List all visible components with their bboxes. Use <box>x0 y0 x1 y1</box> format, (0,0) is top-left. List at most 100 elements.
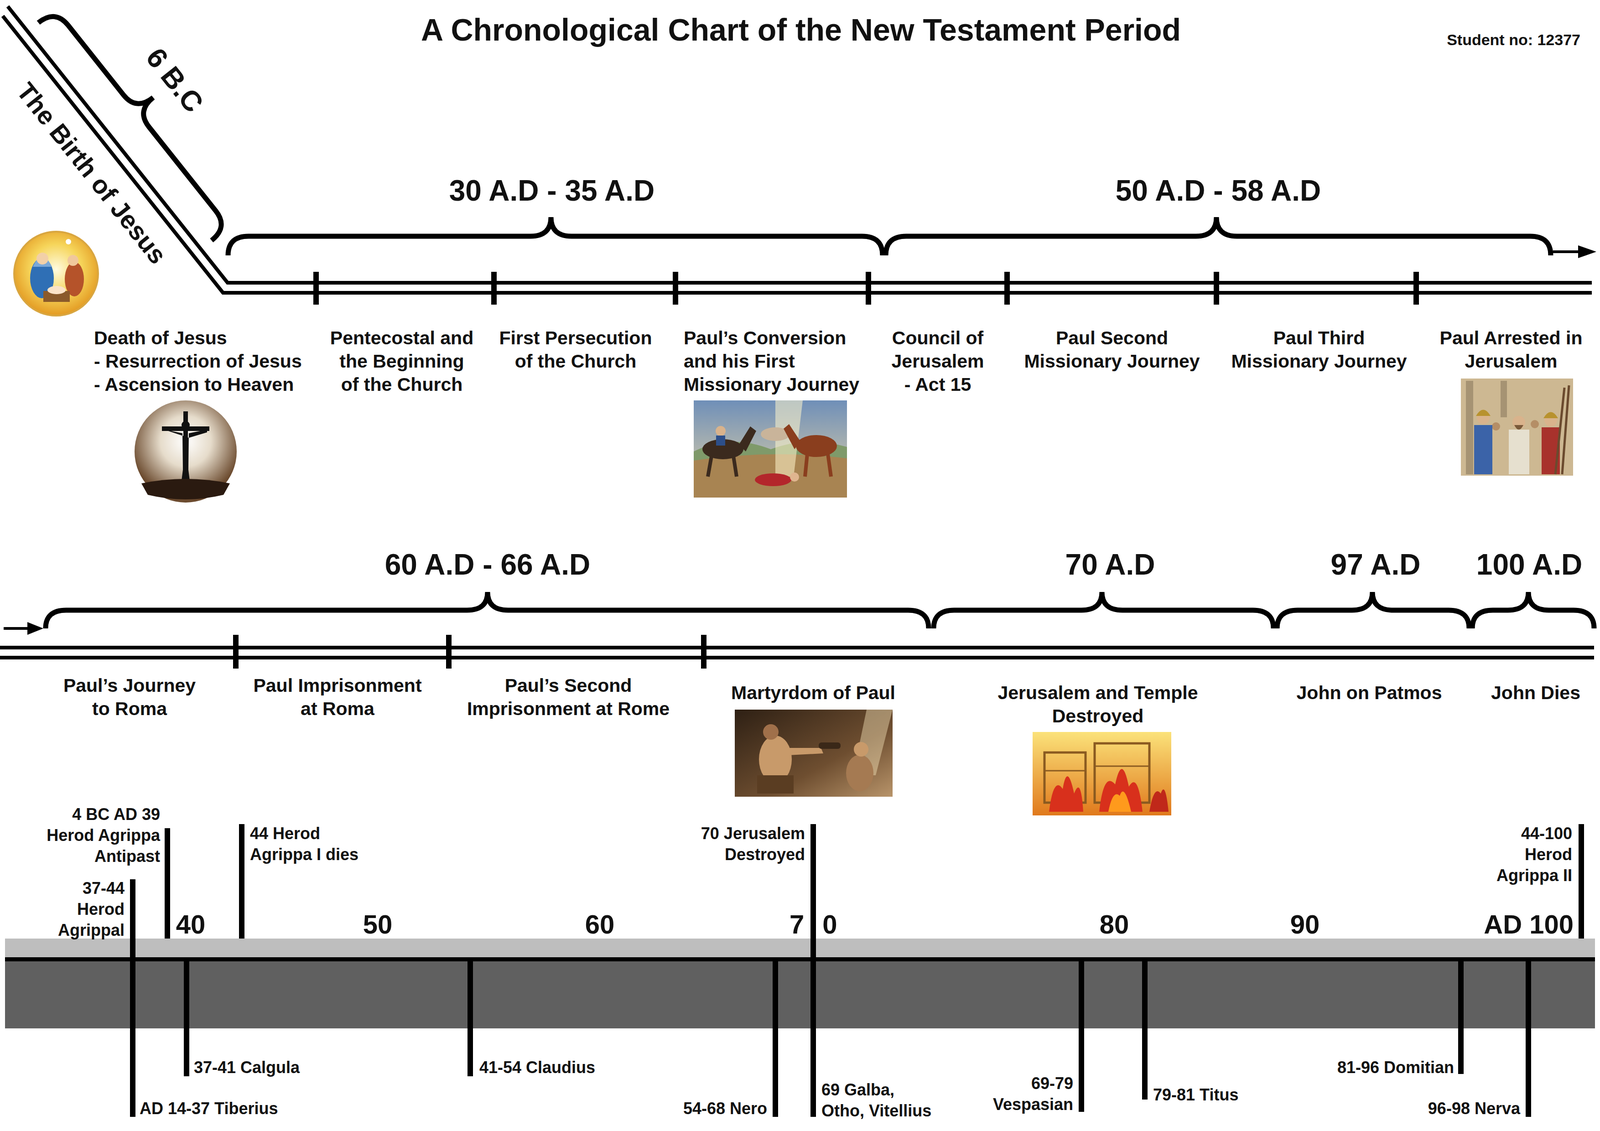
horse <box>795 435 837 458</box>
emperor-label: 69-79 Vespasian <box>986 1073 1074 1116</box>
period-label-holder: 50 A.D - 58 A.D <box>1115 173 1322 209</box>
tick-mark <box>701 634 707 669</box>
picture-frame <box>14 231 99 316</box>
emperor-label-holder: 69 Galba, Otho, Vitellius <box>821 1079 936 1122</box>
tick-mark <box>446 634 452 669</box>
brace-group <box>38 0 246 241</box>
timeline-line <box>2 15 1592 293</box>
event-label: First Persecution of the Church <box>493 326 658 374</box>
tick-mark <box>1213 271 1220 305</box>
event-label: Paul Imprisonment at Roma <box>246 674 429 721</box>
star <box>65 238 72 245</box>
student-number-holder: Student no: 12377 <box>1446 30 1581 50</box>
flame <box>1108 791 1132 812</box>
date-label-holder: 6 B.C <box>139 41 211 120</box>
decade-number: 50 <box>363 910 393 939</box>
ruler-label: 37-44 Herod Agrippal <box>49 877 125 941</box>
curly-brace <box>45 592 929 629</box>
picture-frame <box>1460 378 1574 476</box>
event-label: - Ascension to Heaven <box>93 373 294 397</box>
figure-head <box>36 252 49 265</box>
emperor-label-holder: AD 14-37 Tiberius <box>139 1098 278 1120</box>
period-label: 100 A.D <box>1476 547 1583 583</box>
tick-mark <box>491 271 497 305</box>
decade-number: 60 <box>585 910 615 939</box>
event-label: Death of Jesus <box>93 326 228 350</box>
event-label: Paul’s Conversion and his First Missiona… <box>683 326 867 397</box>
continue-arrow <box>3 627 29 630</box>
horse-leg <box>805 453 808 477</box>
club <box>818 742 841 749</box>
continue-arrow <box>1553 250 1580 254</box>
decade-number: 70 <box>789 910 856 939</box>
curly-brace <box>38 0 246 241</box>
building <box>1094 765 1150 768</box>
reign-bar <box>772 959 779 1117</box>
building <box>1044 770 1086 772</box>
timeline-line <box>0 645 1595 650</box>
rider <box>716 435 726 446</box>
kneeling-figure <box>846 754 874 792</box>
reign-bar <box>1078 959 1085 1112</box>
decade-number-holder: 40 <box>176 910 206 939</box>
flame <box>1099 768 1143 812</box>
axis-band <box>5 959 1595 1029</box>
timeline-line <box>0 655 1595 660</box>
decade-number-holder: AD 100 <box>1483 910 1574 939</box>
apostle <box>1508 429 1530 475</box>
period-label-holder: 100 A.D <box>1476 547 1583 583</box>
picture-frame <box>693 400 847 498</box>
student-number: Student no: 12377 <box>1446 30 1581 50</box>
curly-brace <box>228 217 883 256</box>
curly-brace <box>1472 592 1595 629</box>
emperor-label: 81-96 Domitian <box>1337 1057 1455 1079</box>
date-label: 6 B.C <box>139 41 211 120</box>
reign-bar <box>129 879 136 1117</box>
ruler-label-holder: 37-44 Herod Agrippal <box>49 877 125 941</box>
flame <box>1049 776 1084 812</box>
period-label: 50 A.D - 58 A.D <box>1115 173 1322 209</box>
crucifix-picture <box>134 400 237 503</box>
decade-number-holder: 60 <box>585 910 615 939</box>
period-label: 30 A.D - 35 A.D <box>449 173 655 209</box>
event-label-holder: John Dies <box>1490 681 1581 705</box>
axis-band <box>5 938 1595 960</box>
decade-number: 40 <box>176 910 206 939</box>
event-label-holder: Paul Third Missionary Journey <box>1225 326 1413 374</box>
emperor-label: 54-68 Nero <box>683 1098 768 1120</box>
nativity-picture <box>14 231 99 316</box>
reign-bar <box>1578 824 1585 939</box>
curly-brace <box>1277 592 1470 629</box>
figure-head <box>67 254 79 266</box>
picture-frame <box>134 400 237 503</box>
reign-bar <box>810 824 816 1117</box>
arrow-head <box>27 622 44 635</box>
hill <box>141 478 230 500</box>
reign-bar <box>238 824 245 939</box>
crowd-head <box>1491 422 1501 431</box>
decade-number-holder: 70 <box>789 910 856 939</box>
picture-frame <box>734 709 893 797</box>
period-label-holder: 30 A.D - 35 A.D <box>449 173 655 209</box>
event-label-holder: Paul’s Journey to Roma <box>58 674 201 721</box>
reign-bar <box>164 828 171 939</box>
chart-title: A Chronological Chart of the New Testame… <box>420 10 1181 49</box>
horse-leg <box>827 453 832 477</box>
kneeling-head <box>853 742 869 757</box>
ruler-label-holder: 70 Jerusalem Destroyed <box>693 823 806 866</box>
cloth <box>757 775 794 794</box>
event-label-holder: Paul’s Conversion and his First Missiona… <box>683 326 867 397</box>
event-label-holder: Council of Jerusalem - Act 15 <box>888 326 988 397</box>
event-label-holder: Paul Imprisonment at Roma <box>246 674 429 721</box>
period-label: 60 A.D - 66 A.D <box>384 547 591 583</box>
decade-number-holder: 80 <box>1099 910 1130 939</box>
event-label: Jerusalem and Temple Destroyed <box>990 681 1206 728</box>
timeline-line <box>7 6 1592 283</box>
event-label-holder: Paul Arrested in Jerusalem <box>1433 326 1589 374</box>
rider <box>715 425 726 437</box>
event-label-holder: Paul’s Second Imprisonment at Rome <box>461 674 676 721</box>
event-label: Paul’s Journey to Roma <box>58 674 201 721</box>
helmet <box>1543 412 1559 419</box>
event-label-holder: Pentecostal and the Beginning of the Chu… <box>329 326 475 397</box>
